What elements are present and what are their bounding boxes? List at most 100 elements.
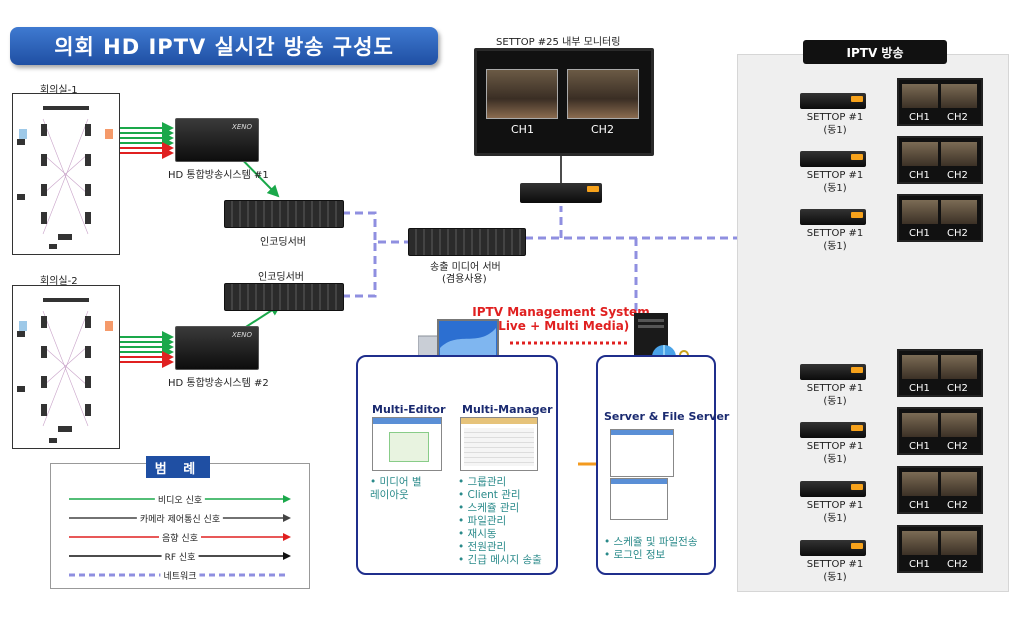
- server-items: • 스케쥴 및 파일전송 • 로그인 정보: [604, 536, 698, 562]
- manager-item: • 재시동: [458, 528, 497, 540]
- legend-row: 비디오 신호: [69, 493, 291, 506]
- manager-title: Multi-Manager: [462, 403, 553, 416]
- settop-name: SETTOP #1: [806, 500, 864, 511]
- encoding-server-2-label: 인코딩서버: [258, 272, 304, 283]
- internal-monitor: CH1 CH2: [474, 48, 654, 156]
- settop-group: (동1): [823, 241, 847, 252]
- legend-row: 네트워크: [69, 569, 291, 582]
- room2-signals: [120, 331, 174, 368]
- server-screenshot-2: [610, 478, 668, 520]
- monitor-ch1-screen: [486, 69, 558, 119]
- manager-item: • 전원관리: [458, 541, 507, 553]
- tv-ch1-label: CH1: [909, 112, 930, 123]
- tv-ch1-screen: [902, 84, 938, 108]
- settop-label: SETTOP #1(동1): [800, 440, 870, 466]
- tv-ch2-screen: [941, 142, 977, 166]
- settop-box: [800, 93, 866, 109]
- manager-items: • 그룹관리 • Client 관리 • 스케쥴 관리 • 파일관리 • 재시동…: [458, 476, 542, 567]
- settop-box: [800, 209, 866, 225]
- editor-screenshot: [372, 417, 442, 471]
- tv-ch1-screen: [902, 531, 938, 555]
- legend-title: 범 례: [146, 456, 210, 478]
- manager-item: • 그룹관리: [458, 476, 507, 488]
- tv-ch2-screen: [941, 531, 977, 555]
- settop-box: [800, 540, 866, 556]
- tv-ch1-label: CH1: [909, 559, 930, 570]
- settop-label: SETTOP #1 (동1): [800, 558, 870, 584]
- tv-ch1-label: CH1: [909, 441, 930, 452]
- brand-label: XENO: [232, 331, 252, 339]
- settop-group: (동1): [823, 513, 847, 524]
- editor-item: 레이아웃: [370, 489, 409, 501]
- settop-box: [800, 151, 866, 167]
- management-title: IPTV Management System (Live + Multi Med…: [467, 305, 655, 333]
- hd-broadcast-system-1: XENO: [175, 118, 259, 162]
- media-server-label: 송출 미디어 서버: [430, 262, 501, 273]
- room-label: 회의실-1: [40, 85, 78, 96]
- server-item: • 스케쥴 및 파일전송: [604, 536, 698, 548]
- tv-ch2-screen: [941, 413, 977, 437]
- settop-label: SETTOP #1 (동1): [800, 499, 870, 525]
- settop-name: SETTOP #1: [806, 228, 864, 239]
- room1-signals: [120, 122, 174, 159]
- tv-ch1-label: CH1: [909, 170, 930, 181]
- tv-ch2-screen: [941, 84, 977, 108]
- manager-item: • 스케쥴 관리: [458, 502, 520, 514]
- manager-item: • 긴급 메시지 송출: [458, 554, 542, 566]
- conference-room-2: [12, 285, 120, 449]
- settop-name: SETTOP #1: [806, 112, 864, 123]
- settop-group: (동1): [823, 572, 847, 583]
- settop-box: [800, 422, 866, 438]
- legend-label: 비디오 신호: [154, 493, 206, 506]
- settop-group: (동1): [823, 454, 847, 465]
- tv-ch2-label: CH2: [947, 228, 968, 239]
- settop-group: (동1): [823, 183, 847, 194]
- settop-label: SETTOP #1 (동1): [800, 227, 870, 253]
- settop-name: SETTOP #1: [806, 170, 864, 181]
- monitor-ch1-label: CH1: [511, 123, 534, 136]
- legend-row: RF 신호: [69, 550, 291, 563]
- settop-label: SETTOP #1 (동1): [800, 111, 870, 137]
- room-label: 회의실-2: [40, 276, 78, 287]
- monitor-ch2-screen: [567, 69, 639, 119]
- hd-system-2-label: HD 통합방송시스템 #2: [168, 378, 269, 389]
- manager-item: • 파일관리: [458, 515, 507, 527]
- tv-ch1-label: CH1: [909, 228, 930, 239]
- editor-title: Multi-Editor: [372, 403, 446, 416]
- tv-ch2-screen: [941, 200, 977, 224]
- brand-label: XENO: [232, 123, 252, 131]
- settop-name: SETTOP #1: [806, 559, 864, 570]
- tv-ch1-label: CH1: [909, 383, 930, 394]
- iptv-tv: CH1 CH2: [897, 466, 983, 514]
- encoding-server-2: [224, 283, 344, 311]
- page-title: 의회 HD IPTV 실시간 방송 구성도: [10, 27, 438, 65]
- server-item: • 로그인 정보: [604, 549, 666, 561]
- legend-line: [69, 573, 285, 577]
- tv-ch1-label: CH1: [909, 500, 930, 511]
- legend-label: 음향 신호: [159, 531, 201, 544]
- settop-group: (동1): [823, 396, 847, 407]
- conference-room-1: [12, 93, 120, 255]
- server-title: Server & File Server: [604, 410, 730, 423]
- room-layout-icon: [17, 298, 113, 443]
- legend-label: 네트워크: [160, 569, 200, 582]
- manager-item: • Client 관리: [458, 489, 521, 501]
- legend-row: 카메라 제어통신 신호: [69, 512, 291, 525]
- server-box: Server & File Server • 스케쥴 및 파일전송 • 로그인 …: [596, 355, 729, 575]
- hd-broadcast-system-2: XENO: [175, 326, 259, 370]
- settop-name: SETTOP #1: [806, 383, 864, 394]
- legend-label: 카메라 제어통신 신호: [136, 512, 224, 525]
- room-layout-icon: [17, 106, 113, 249]
- tv-ch2-label: CH2: [947, 500, 968, 511]
- tv-ch2-label: CH2: [947, 170, 968, 181]
- management-title-line1: IPTV Management System: [472, 305, 650, 319]
- settop-label: SETTOP #1 (동1): [800, 169, 870, 195]
- iptv-title: IPTV 방송: [803, 40, 947, 64]
- tv-ch1-screen: [902, 355, 938, 379]
- settop-group: (동1): [823, 125, 847, 136]
- legend-row: 음향 신호: [69, 531, 291, 544]
